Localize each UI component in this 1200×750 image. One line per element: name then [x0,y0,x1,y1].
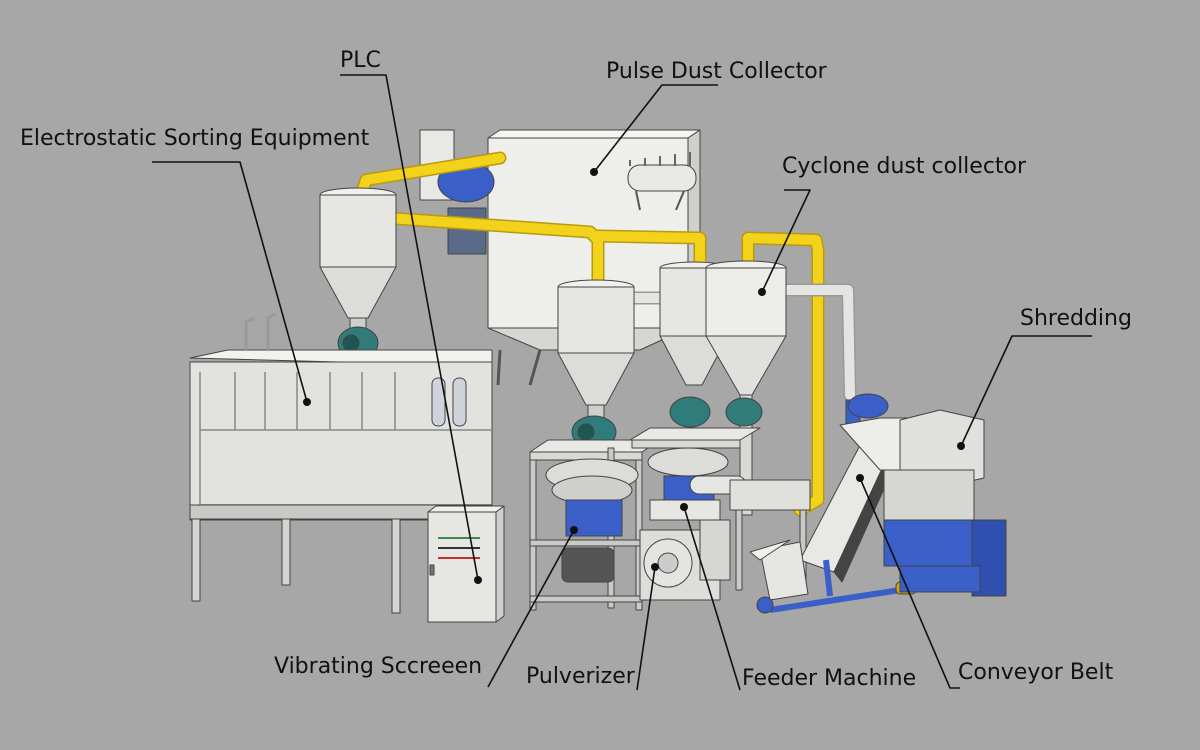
pulverizer-cyclone-1 [557,279,635,449]
label-electrostatic-sorting: Electrostatic Sorting Equipment [20,126,370,151]
label-vibrating-screen: Vibrating Sccreeen [274,654,483,679]
label-pulse-dust-collector: Pulse Dust Collector [606,59,827,84]
label-pulverizer: Pulverizer [526,664,635,689]
electrostatic-sorting-cabinet [189,312,493,614]
left-cyclone [319,187,397,360]
shredder-unit [839,409,1007,597]
label-plc: PLC [340,48,381,73]
label-conveyor-belt: Conveyor Belt [958,660,1114,685]
label-feeder-machine: Feeder Machine [742,666,917,691]
label-shredding: Shredding [1020,306,1132,331]
plc-cabinet [427,505,505,623]
label-cyclone-dust-collector: Cyclone dust collector [782,154,1027,179]
